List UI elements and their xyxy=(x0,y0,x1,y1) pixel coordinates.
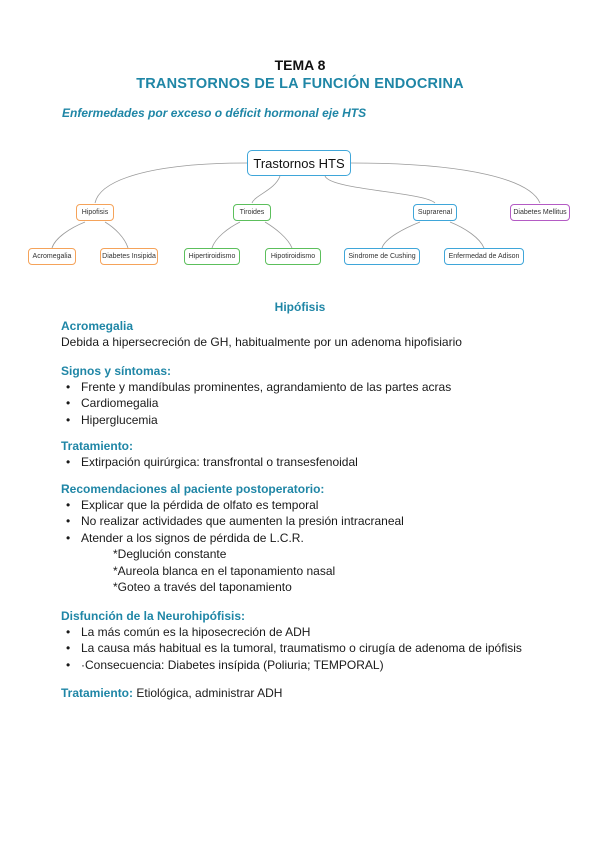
heading-acromegalia: Acromegalia xyxy=(61,319,134,333)
heading-recomendaciones: Recomendaciones al paciente postoperator… xyxy=(61,481,325,496)
heading-signos: Signos y síntomas: xyxy=(61,363,172,378)
tratamiento-final: Tratamiento: Etiológica, administrar ADH xyxy=(61,685,581,702)
disfuncion-list: La más común es la hiposecreción de ADH … xyxy=(61,624,581,674)
heading-tratamiento: Tratamiento: xyxy=(61,439,134,453)
section-title: Hipófisis xyxy=(274,300,326,314)
page-title: TRANSTORNOS DE LA FUNCIÓN ENDOCRINA xyxy=(136,76,464,92)
mindmap-node-tiroides: Tiroides xyxy=(233,204,271,221)
sub-item: *Aureola blanca en el taponamiento nasal xyxy=(113,563,336,578)
acromegalia-text: Debida a hipersecreción de GH, habitualm… xyxy=(61,335,462,349)
list-item: Hiperglucemia xyxy=(61,412,581,429)
signos-list: Frente y mandíbulas prominentes, agranda… xyxy=(61,379,581,429)
mindmap-node-diabetes-mellitus: Diabetes Mellitus xyxy=(510,204,570,221)
list-item: Frente y mandíbulas prominentes, agranda… xyxy=(61,379,581,396)
tratamiento-2-text: Etiológica, administrar ADH xyxy=(133,686,283,700)
mindmap-node-adison: Enfermedad de Adison xyxy=(444,248,524,265)
list-item: Cardiomegalia xyxy=(61,395,581,412)
mind-map: Trastornos HTS Hipofisis Tiroides Suprar… xyxy=(0,140,600,280)
list-item: La más común es la hiposecreción de ADH xyxy=(61,624,581,641)
main-content: Acromegalia Debida a hipersecreción de G… xyxy=(61,318,581,702)
mindmap-node-acromegalia: Acromegalia xyxy=(28,248,76,265)
mindmap-root: Trastornos HTS xyxy=(247,150,351,176)
recomendaciones-list: Explicar que la pérdida de olfato es tem… xyxy=(61,497,581,547)
mindmap-node-diabetes-insipida: Diabetes Insipida xyxy=(100,248,158,265)
list-item: No realizar actividades que aumenten la … xyxy=(61,513,581,530)
mindmap-node-hipertiroidismo: Hipertiroidismo xyxy=(184,248,240,265)
sub-item: *Goteo a través del taponamiento xyxy=(113,580,292,594)
heading-disfuncion: Disfunción de la Neurohipófisis: xyxy=(61,608,246,623)
sub-item: *Deglución constante xyxy=(113,547,227,561)
mindmap-node-hipotiroidismo: Hipotiroidismo xyxy=(265,248,321,265)
tratamiento-list: Extirpación quirúrgica: transfrontal o t… xyxy=(61,454,581,471)
list-item: Explicar que la pérdida de olfato es tem… xyxy=(61,497,581,514)
mindmap-node-suprarenal: Suprarenal xyxy=(413,204,457,221)
list-item: Extirpación quirúrgica: transfrontal o t… xyxy=(61,454,581,471)
mind-map-connectors xyxy=(51,162,541,249)
mindmap-node-hipofisis: Hipofisis xyxy=(76,204,114,221)
list-item: ·Consecuencia: Diabetes insípida (Poliur… xyxy=(61,657,581,674)
mindmap-node-cushing: Sindrome de Cushing xyxy=(344,248,420,265)
tema-number: TEMA 8 xyxy=(274,57,326,73)
heading-tratamiento-2: Tratamiento: xyxy=(61,686,134,700)
subtitle: Enfermedades por exceso o déficit hormon… xyxy=(62,106,367,120)
list-item: Atender a los signos de pérdida de L.C.R… xyxy=(61,530,581,547)
list-item: La causa más habitual es la tumoral, tra… xyxy=(61,640,581,657)
